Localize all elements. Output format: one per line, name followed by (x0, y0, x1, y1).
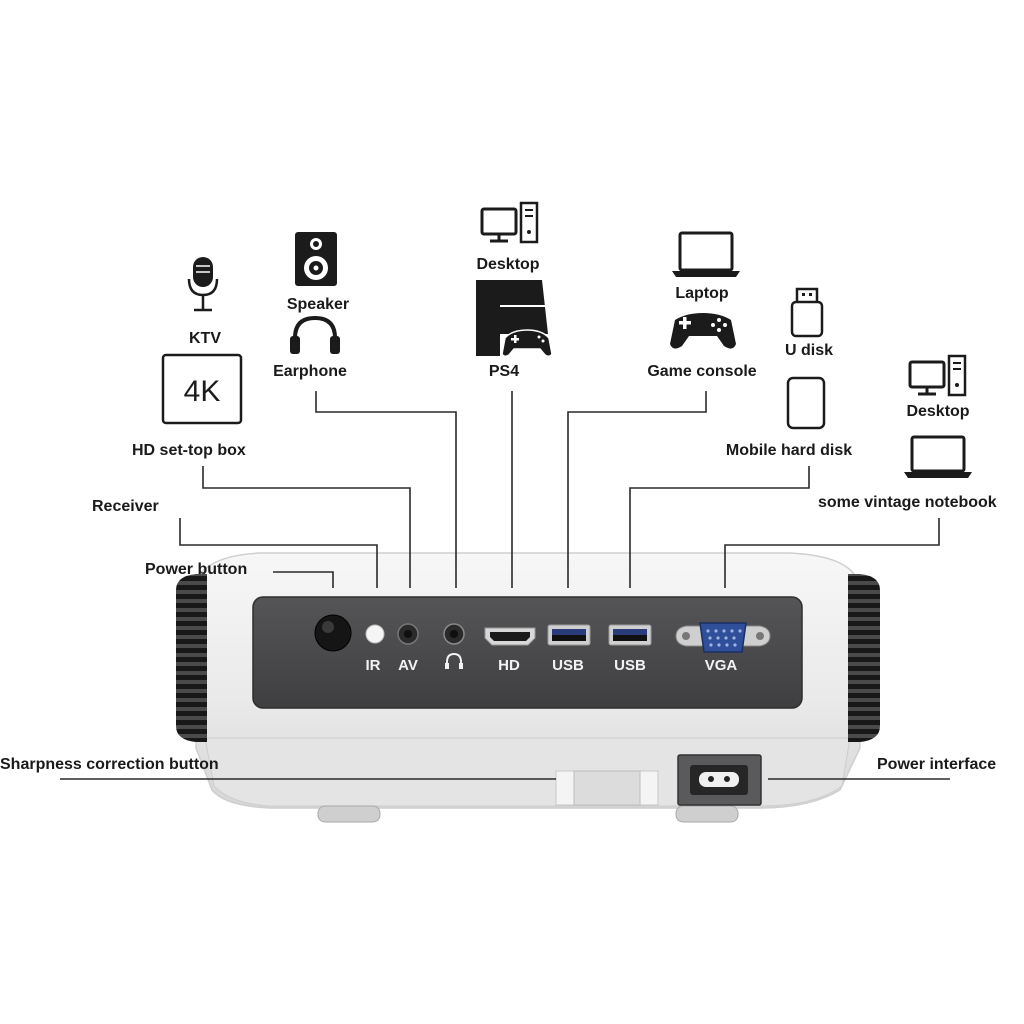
4k-box-icon (161, 353, 243, 425)
earphone-label: Earphone (273, 363, 347, 380)
laptop-icon (904, 435, 972, 478)
gamepad-icon (501, 329, 553, 358)
desktop-label-top: Desktop (476, 256, 539, 273)
ir-receiver (365, 624, 385, 644)
earphone-port[interactable] (443, 623, 465, 645)
desktop-icon (480, 201, 539, 244)
hdmi-port[interactable] (484, 627, 536, 646)
connector-panel (252, 596, 803, 709)
left-vent (176, 574, 207, 742)
power-button[interactable] (314, 614, 352, 652)
desktop-icon (908, 354, 967, 397)
hard-disk-icon (786, 376, 826, 430)
usb-label-2: USB (614, 657, 646, 674)
front-foot-left (317, 805, 381, 823)
game-console-label: Game console (647, 363, 756, 380)
gamepad-icon (670, 313, 736, 349)
vga-port[interactable] (675, 622, 771, 653)
u-disk-label: U disk (785, 342, 833, 359)
power-button-label: Power button (145, 561, 247, 578)
laptop-icon (672, 231, 740, 277)
4k-badge-text: 4K (184, 375, 221, 408)
desktop-label-right: Desktop (906, 403, 969, 420)
leader-lines (60, 391, 950, 780)
laptop-label: Laptop (675, 285, 729, 302)
mobile-hard-disk-label: Mobile hard disk (726, 442, 852, 459)
speaker-label: Speaker (287, 296, 349, 313)
ktv-label: KTV (189, 330, 221, 347)
usb-port-2[interactable] (608, 624, 652, 646)
headphones-icon (290, 315, 340, 354)
front-foot-right (675, 805, 739, 823)
receiver-label: Receiver (92, 498, 159, 515)
av-label: AV (398, 657, 418, 674)
right-vent (848, 574, 880, 742)
hd-label: HD (498, 657, 520, 674)
sharpness-correction-slider[interactable] (555, 770, 659, 806)
vintage-notebook-label: some vintage notebook (818, 494, 997, 511)
sharpness-correction-label: Sharpness correction button (0, 756, 219, 773)
speaker-icon (295, 232, 337, 286)
power-interface-label: Power interface (877, 756, 996, 773)
power-interface-socket[interactable] (677, 754, 762, 806)
microphone-icon (187, 257, 219, 312)
usb-drive-icon (790, 287, 824, 338)
vga-label: VGA (705, 657, 738, 674)
usb-port-1[interactable] (547, 624, 591, 646)
hd-set-top-box-label: HD set-top box (132, 442, 246, 459)
headphone-jack-icon (445, 652, 463, 669)
ir-label: IR (366, 657, 381, 674)
usb-label-1: USB (552, 657, 584, 674)
av-port[interactable] (397, 623, 419, 645)
ps4-console-icon (476, 280, 548, 356)
ps4-label: PS4 (489, 363, 519, 380)
